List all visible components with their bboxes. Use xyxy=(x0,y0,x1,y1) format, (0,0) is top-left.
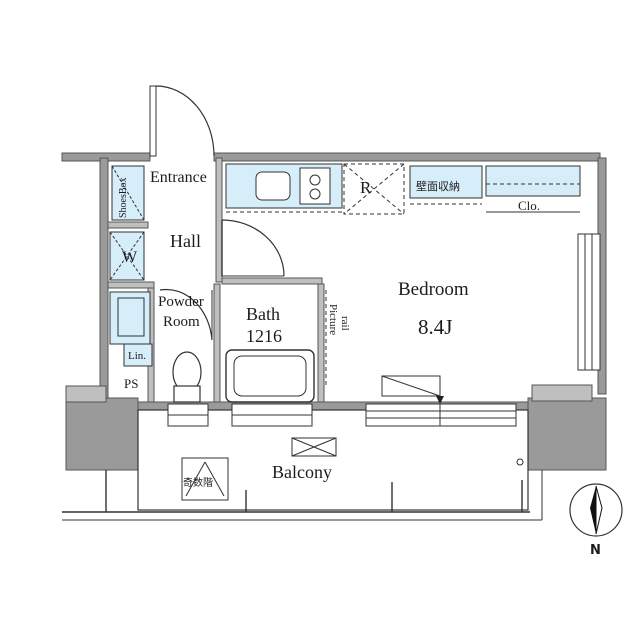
washer-space xyxy=(109,231,145,281)
label-entrance: Entrance xyxy=(150,169,207,186)
pillar-right xyxy=(527,397,607,471)
toilet-icon xyxy=(172,351,202,403)
balcony-outline xyxy=(137,409,529,511)
label-powder-line1: Powder xyxy=(158,294,204,310)
hall-door[interactable] xyxy=(221,219,285,277)
refrigerator-space xyxy=(343,163,405,215)
bath-top-wall xyxy=(221,277,323,285)
label-emergency-stairs: 奇数階 xyxy=(183,476,213,489)
label-closet: Clo. xyxy=(518,198,540,213)
left-wall xyxy=(99,157,109,399)
right-window[interactable] xyxy=(577,233,601,371)
pillar-left xyxy=(65,397,139,471)
shoes-box xyxy=(111,165,145,221)
drain-icon xyxy=(516,458,524,466)
entrance-door[interactable] xyxy=(149,85,215,157)
bedroom-window[interactable] xyxy=(365,403,517,427)
label-linen: Lin. xyxy=(128,350,146,362)
label-bath-line2: 1216 xyxy=(246,326,282,346)
wall-storage xyxy=(409,165,483,205)
label-hall: Hall xyxy=(170,231,201,251)
stove-icon xyxy=(299,167,331,205)
label-powder-line2: Room xyxy=(163,314,200,330)
left-pillar-cap xyxy=(65,385,107,403)
walls xyxy=(61,152,607,471)
kitchen-counter xyxy=(225,163,343,213)
label-picture-rail-line1: Picture xyxy=(327,304,339,335)
ac-unit-icon xyxy=(291,437,337,457)
sink-icon xyxy=(255,171,291,201)
label-shoes-box: ShoesBox xyxy=(118,177,129,218)
label-balcony: Balcony xyxy=(272,462,332,482)
compass-icon xyxy=(569,483,623,537)
powder-bath-wall xyxy=(213,283,221,405)
label-wall-storage: 壁面収納 xyxy=(416,179,460,193)
label-ps: PS xyxy=(124,376,138,391)
emergency-hatch-icon xyxy=(181,457,229,501)
powder-vanity xyxy=(109,291,151,345)
powder-door[interactable] xyxy=(159,288,213,341)
top-wall-right xyxy=(213,152,601,162)
label-bedroom-size: 8.4J xyxy=(418,315,452,339)
washer-bottom-wall xyxy=(107,281,155,289)
shoes-bottom-wall xyxy=(107,221,149,229)
label-bedroom: Bedroom xyxy=(398,279,469,300)
label-bath-line1: Bath xyxy=(246,304,280,324)
label-refrigerator: R xyxy=(360,178,372,197)
linen-shelf xyxy=(123,343,153,367)
label-picture-rail-line2: rail xyxy=(339,316,351,331)
label-north: N xyxy=(590,543,601,558)
balcony-area xyxy=(62,409,543,521)
entrance-door-swing xyxy=(155,85,215,157)
bedroom-ac-icon xyxy=(381,375,444,404)
bath-right-wall xyxy=(317,283,325,409)
bathtub-icon xyxy=(225,349,315,403)
closet xyxy=(485,165,581,213)
right-pillar-cap xyxy=(531,384,593,402)
label-washer: W xyxy=(122,249,138,266)
balcony-windows xyxy=(167,403,517,427)
hall-kitchen-wall xyxy=(215,157,223,283)
